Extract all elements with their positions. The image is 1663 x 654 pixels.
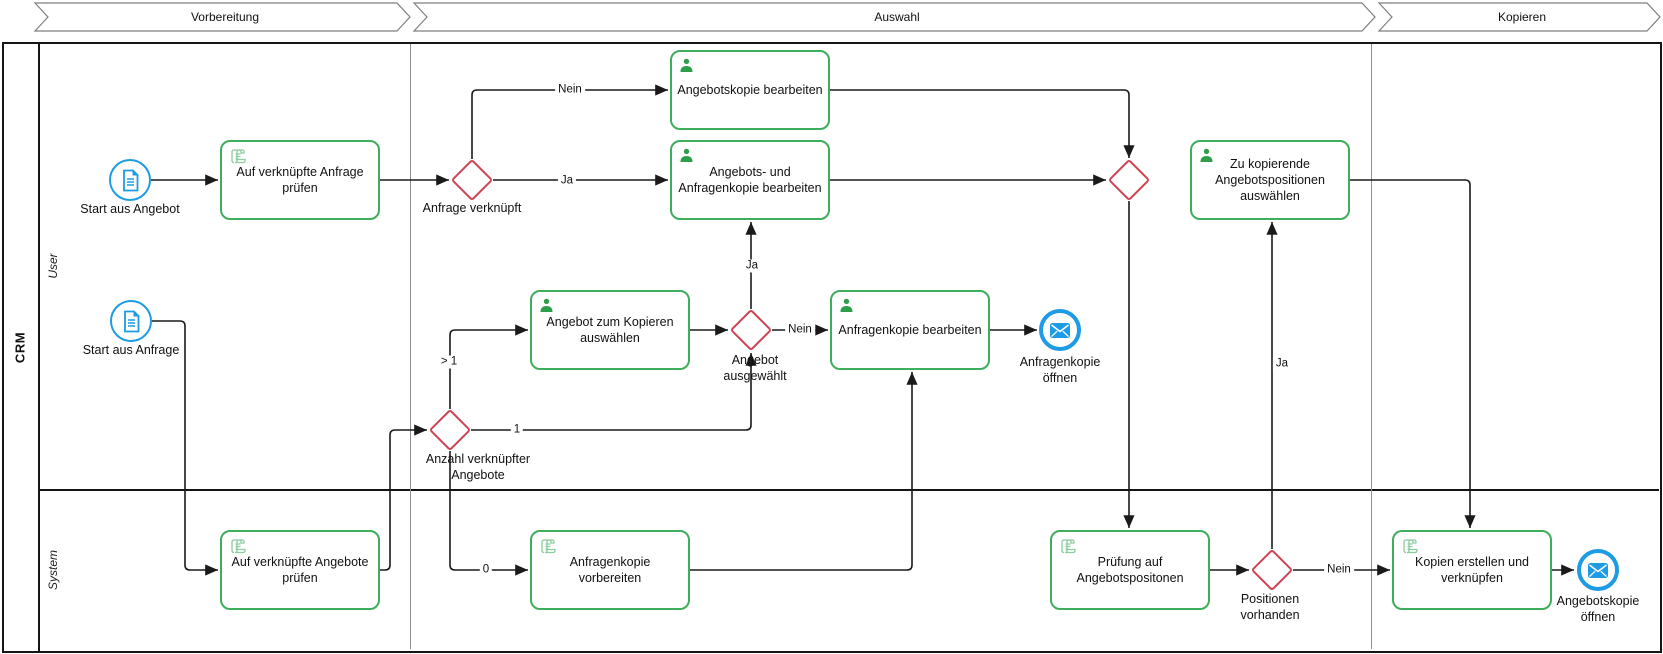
edge-label-anfrage-nein: Nein — [555, 83, 585, 97]
edge-label-anzahl-gt1: > 1 — [437, 355, 461, 369]
user-icon — [840, 298, 853, 312]
start-event-angebot[interactable] — [109, 159, 151, 201]
edge-anzahl-1-to-ausgewaehlt[interactable] — [471, 353, 757, 431]
task-kopien-erstellen[interactable]: Kopien erstellen und verknüpfen — [1392, 530, 1552, 610]
gateway-anfrage-verknuepft-label: Anfrage verknüpft — [422, 201, 522, 215]
lane-divider — [40, 489, 1659, 491]
script-icon — [541, 539, 556, 554]
script-icon — [231, 539, 246, 554]
edge-angebotskopie-to-merge[interactable] — [830, 89, 1135, 158]
end-event-anfragenkopie[interactable] — [1039, 309, 1081, 351]
task-angebote-pruefen[interactable]: Auf verknüpfte Angebote prüfen — [220, 530, 380, 610]
envelope-icon — [1588, 562, 1608, 578]
edge-gateway-nein-to-angebotskopie[interactable] — [471, 84, 668, 159]
task-label: Angebots- und Anfragenkopie bearbeiten — [678, 165, 822, 195]
task-zu-kopierende[interactable]: Zu kopierende Angebotspositionen auswähl… — [1190, 140, 1350, 220]
envelope-icon — [1050, 322, 1070, 338]
task-anfragenkopie-vorbereiten[interactable]: Anfragenkopie vorbereiten — [530, 530, 690, 610]
user-icon — [1200, 148, 1213, 162]
end-event-angebotskopie[interactable] — [1577, 549, 1619, 591]
edge-label-ausgewaehlt-ja: Ja — [742, 259, 762, 273]
task-label: Auf verknüpfte Anfrage prüfen — [236, 165, 364, 195]
end-event-angebotskopie-label: Angebotskopie öffnen — [1556, 594, 1640, 624]
gateway-anzahl-label: Anzahl verknüpfter Angebote — [425, 452, 531, 482]
phase-band-shapes — [33, 2, 1661, 32]
start-event-anfrage[interactable] — [110, 300, 152, 342]
edge-zu-kopierende-to-kopien[interactable] — [1350, 179, 1476, 528]
task-angebot-auswaehlen[interactable]: Angebot zum Kopieren auswählen — [530, 290, 690, 370]
task-label: Zu kopierende Angebotspositionen auswähl… — [1215, 157, 1325, 203]
gateway-angebot-ausgewaehlt-label: Angebot ausgewählt — [723, 353, 787, 383]
pool-header-divider — [38, 42, 40, 653]
edge-start-anfrage-to-angebote-pruefen[interactable] — [152, 320, 218, 576]
gateway-positionen-label: Positionen vorhanden — [1240, 592, 1300, 622]
task-label: Anfragenkopie vorbereiten — [569, 555, 651, 585]
script-icon — [1061, 539, 1076, 554]
phase-chevron-vorbereitung — [33, 2, 411, 32]
task-label: Angebotskopie bearbeiten — [677, 83, 823, 97]
end-event-anfragenkopie-label: Anfragenkopie öffnen — [1019, 355, 1101, 385]
phase-divider-1 — [410, 44, 411, 649]
edge-label-anzahl-0: 0 — [479, 563, 493, 577]
task-label: Kopien erstellen und verknüpfen — [1415, 555, 1529, 585]
phase-divider-2 — [1371, 44, 1372, 649]
task-label: Prüfung auf Angebotspositonen — [1076, 555, 1184, 585]
task-label: Anfragenkopie bearbeiten — [838, 323, 982, 337]
phase-label-auswahl: Auswahl — [874, 10, 920, 24]
pool-crm — [2, 42, 1662, 653]
user-icon — [680, 58, 693, 72]
phase-label-vorbereitung: Vorbereitung — [190, 10, 260, 24]
user-icon — [540, 298, 553, 312]
start-event-angebot-label: Start aus Angebot — [80, 202, 180, 216]
edge-label-anfrage-ja: Ja — [557, 174, 577, 188]
edge-angebote-pruefen-to-anzahl[interactable] — [380, 424, 427, 571]
edge-anzahl-0-to-anfragenkopie-vorbereiten[interactable] — [449, 451, 528, 576]
phase-label-kopieren: Kopieren — [1497, 10, 1547, 24]
task-angebots-anfragenkopie-bearbeiten[interactable]: Angebots- und Anfragenkopie bearbeiten — [670, 140, 830, 220]
edge-label-ausgewaehlt-nein: Nein — [785, 323, 815, 337]
edge-label-anzahl-1: 1 — [510, 423, 524, 437]
task-label: Angebot zum Kopieren auswählen — [546, 315, 674, 345]
task-anfragenkopie-bearbeiten[interactable]: Anfragenkopie bearbeiten — [830, 290, 990, 370]
task-anfrage-pruefen[interactable]: Auf verknüpfte Anfrage prüfen — [220, 140, 380, 220]
script-icon — [1403, 539, 1418, 554]
edge-label-positionen-nein: Nein — [1324, 563, 1354, 577]
start-event-anfrage-label: Start aus Anfrage — [82, 343, 180, 357]
task-label: Auf verknüpfte Angebote prüfen — [231, 555, 369, 585]
phase-chevron-auswahl — [412, 2, 1376, 32]
script-icon — [231, 149, 246, 164]
task-angebotskopie-bearbeiten[interactable]: Angebotskopie bearbeiten — [670, 50, 830, 130]
edge-label-positionen-ja: Ja — [1272, 357, 1292, 371]
edge-anzahl-gt1-to-angebot-auswaehlen[interactable] — [449, 324, 528, 409]
task-pruefung-positionen[interactable]: Prüfung auf Angebotspositonen — [1050, 530, 1210, 610]
user-icon — [680, 148, 693, 162]
document-icon — [123, 309, 140, 332]
phase-chevron-kopieren — [1377, 2, 1661, 32]
document-icon — [122, 168, 139, 191]
edge-anfragenkopie-vorbereiten-to-bearbeiten[interactable] — [690, 372, 918, 571]
